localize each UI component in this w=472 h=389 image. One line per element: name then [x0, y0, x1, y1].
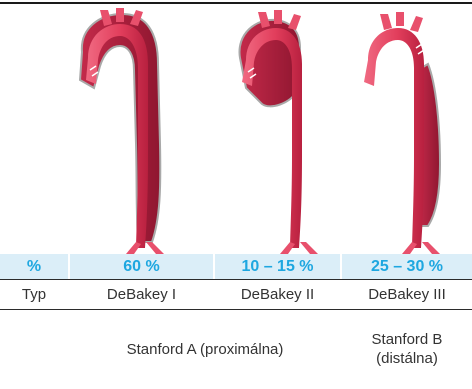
type-debakey-1: DeBakey I: [70, 281, 213, 308]
stanford-b-line-2: (distálna): [376, 349, 438, 368]
type-row-label: Typ: [0, 281, 68, 308]
percent-debakey-1: 60 %: [70, 254, 213, 279]
percent-debakey-2: 10 – 15 %: [215, 254, 340, 279]
stanford-a-label: Stanford A (proximálna): [70, 312, 340, 386]
aorta-debakey-2-illustration: [239, 10, 318, 254]
stanford-b-line-1: Stanford B: [372, 330, 443, 349]
aorta-illustrations: [0, 4, 472, 254]
aorta-debakey-3-illustration: [364, 12, 440, 254]
stanford-b-label: Stanford B (distálna): [342, 312, 472, 386]
row-divider: [0, 309, 472, 310]
aorta-debakey-1-illustration: [80, 8, 164, 254]
percent-row-label: %: [0, 254, 68, 279]
type-debakey-2: DeBakey II: [215, 281, 340, 308]
percent-debakey-3: 25 – 30 %: [342, 254, 472, 279]
row-divider: [0, 279, 472, 280]
type-debakey-3: DeBakey III: [342, 281, 472, 308]
